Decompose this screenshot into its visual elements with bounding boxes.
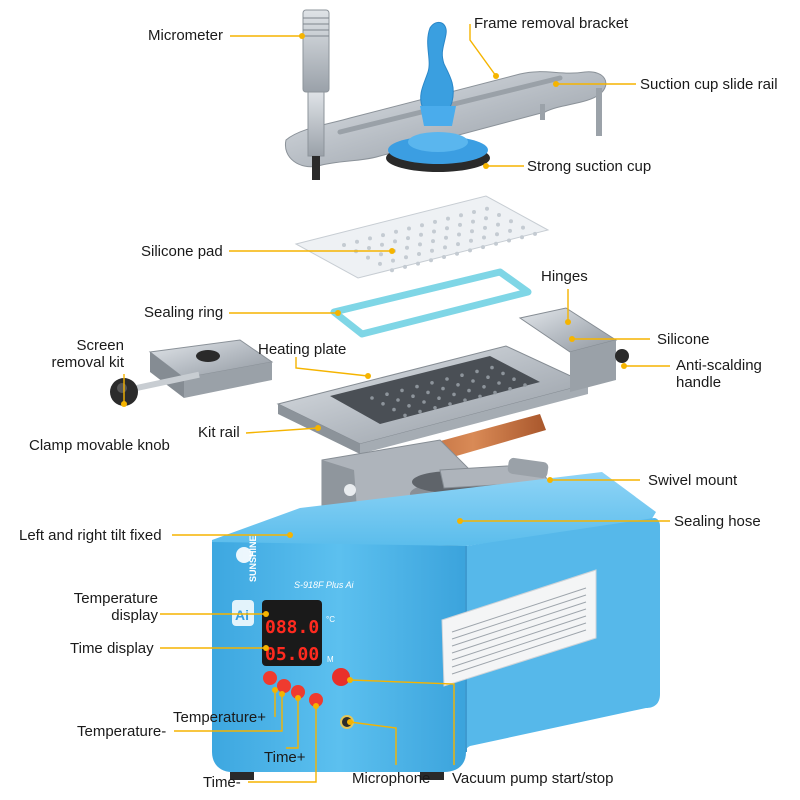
- label-suction-cup-slide-rail: Suction cup slide rail: [640, 76, 778, 93]
- heating-plate-art: [276, 307, 629, 470]
- label-screen-removal-kit: Screen removal kit: [44, 337, 124, 371]
- label-micrometer: Micrometer: [148, 27, 224, 44]
- label-temperature-display-line1: Temperature: [73, 590, 158, 607]
- label-clamp-movable-knob: Clamp movable knob: [29, 437, 170, 454]
- label-anti-scalding-handle: Anti-scalding handle: [676, 357, 786, 391]
- label-vacuum-pump: Vacuum pump start/stop: [452, 770, 614, 787]
- label-time-display: Time display: [70, 640, 154, 657]
- label-temperature-display-line2: display: [111, 607, 158, 624]
- callout-lines: [123, 24, 670, 783]
- label-anti-scalding-handle-line2: handle: [676, 374, 722, 391]
- temp-unit: °C: [326, 615, 335, 624]
- label-sealing-ring: Sealing ring: [144, 304, 224, 321]
- label-silicone-pad: Silicone pad: [141, 243, 223, 260]
- label-screen-removal-kit-line1: Screen: [76, 337, 124, 354]
- label-kit-rail: Kit rail: [198, 424, 240, 441]
- label-heating-plate: Heating plate: [258, 341, 347, 358]
- label-swivel-mount: Swivel mount: [648, 472, 738, 489]
- label-temperature-plus: Temperature+: [173, 709, 266, 726]
- label-time-plus: Time+: [264, 749, 306, 766]
- label-anti-scalding-handle-line1: Anti-scalding: [676, 357, 762, 374]
- model-text: S-918F Plus Ai: [294, 580, 355, 590]
- label-silicone: Silicone: [657, 331, 710, 348]
- time-unit: M: [327, 655, 334, 664]
- brand-text: SUNSHINE: [248, 535, 258, 582]
- sealing-ring-art: [330, 268, 532, 338]
- main-body-art: [212, 472, 660, 780]
- label-hinges: Hinges: [541, 268, 588, 285]
- label-left-right-tilt-fixed: Left and right tilt fixed: [19, 527, 162, 544]
- label-strong-suction-cup: Strong suction cup: [527, 158, 652, 175]
- label-temperature-display: Temperature display: [58, 590, 158, 624]
- label-microphone: Microphone: [352, 770, 431, 787]
- label-screen-removal-kit-line2: removal kit: [51, 354, 124, 371]
- callout-dots: [121, 33, 627, 725]
- temperature-readout: 088.0: [265, 617, 319, 638]
- ai-badge: Ai: [235, 607, 249, 623]
- frame-removal-bracket-art: [284, 9, 607, 180]
- label-frame-removal-bracket: Frame removal bracket: [474, 15, 629, 32]
- label-temperature-minus: Temperature-: [77, 723, 167, 740]
- label-time-minus: Time-: [203, 774, 241, 791]
- label-sealing-hose: Sealing hose: [674, 513, 761, 530]
- screen-removal-kit-art: [110, 339, 274, 406]
- time-readout: 05.00: [265, 644, 319, 665]
- silicone-pad-art: [294, 195, 550, 279]
